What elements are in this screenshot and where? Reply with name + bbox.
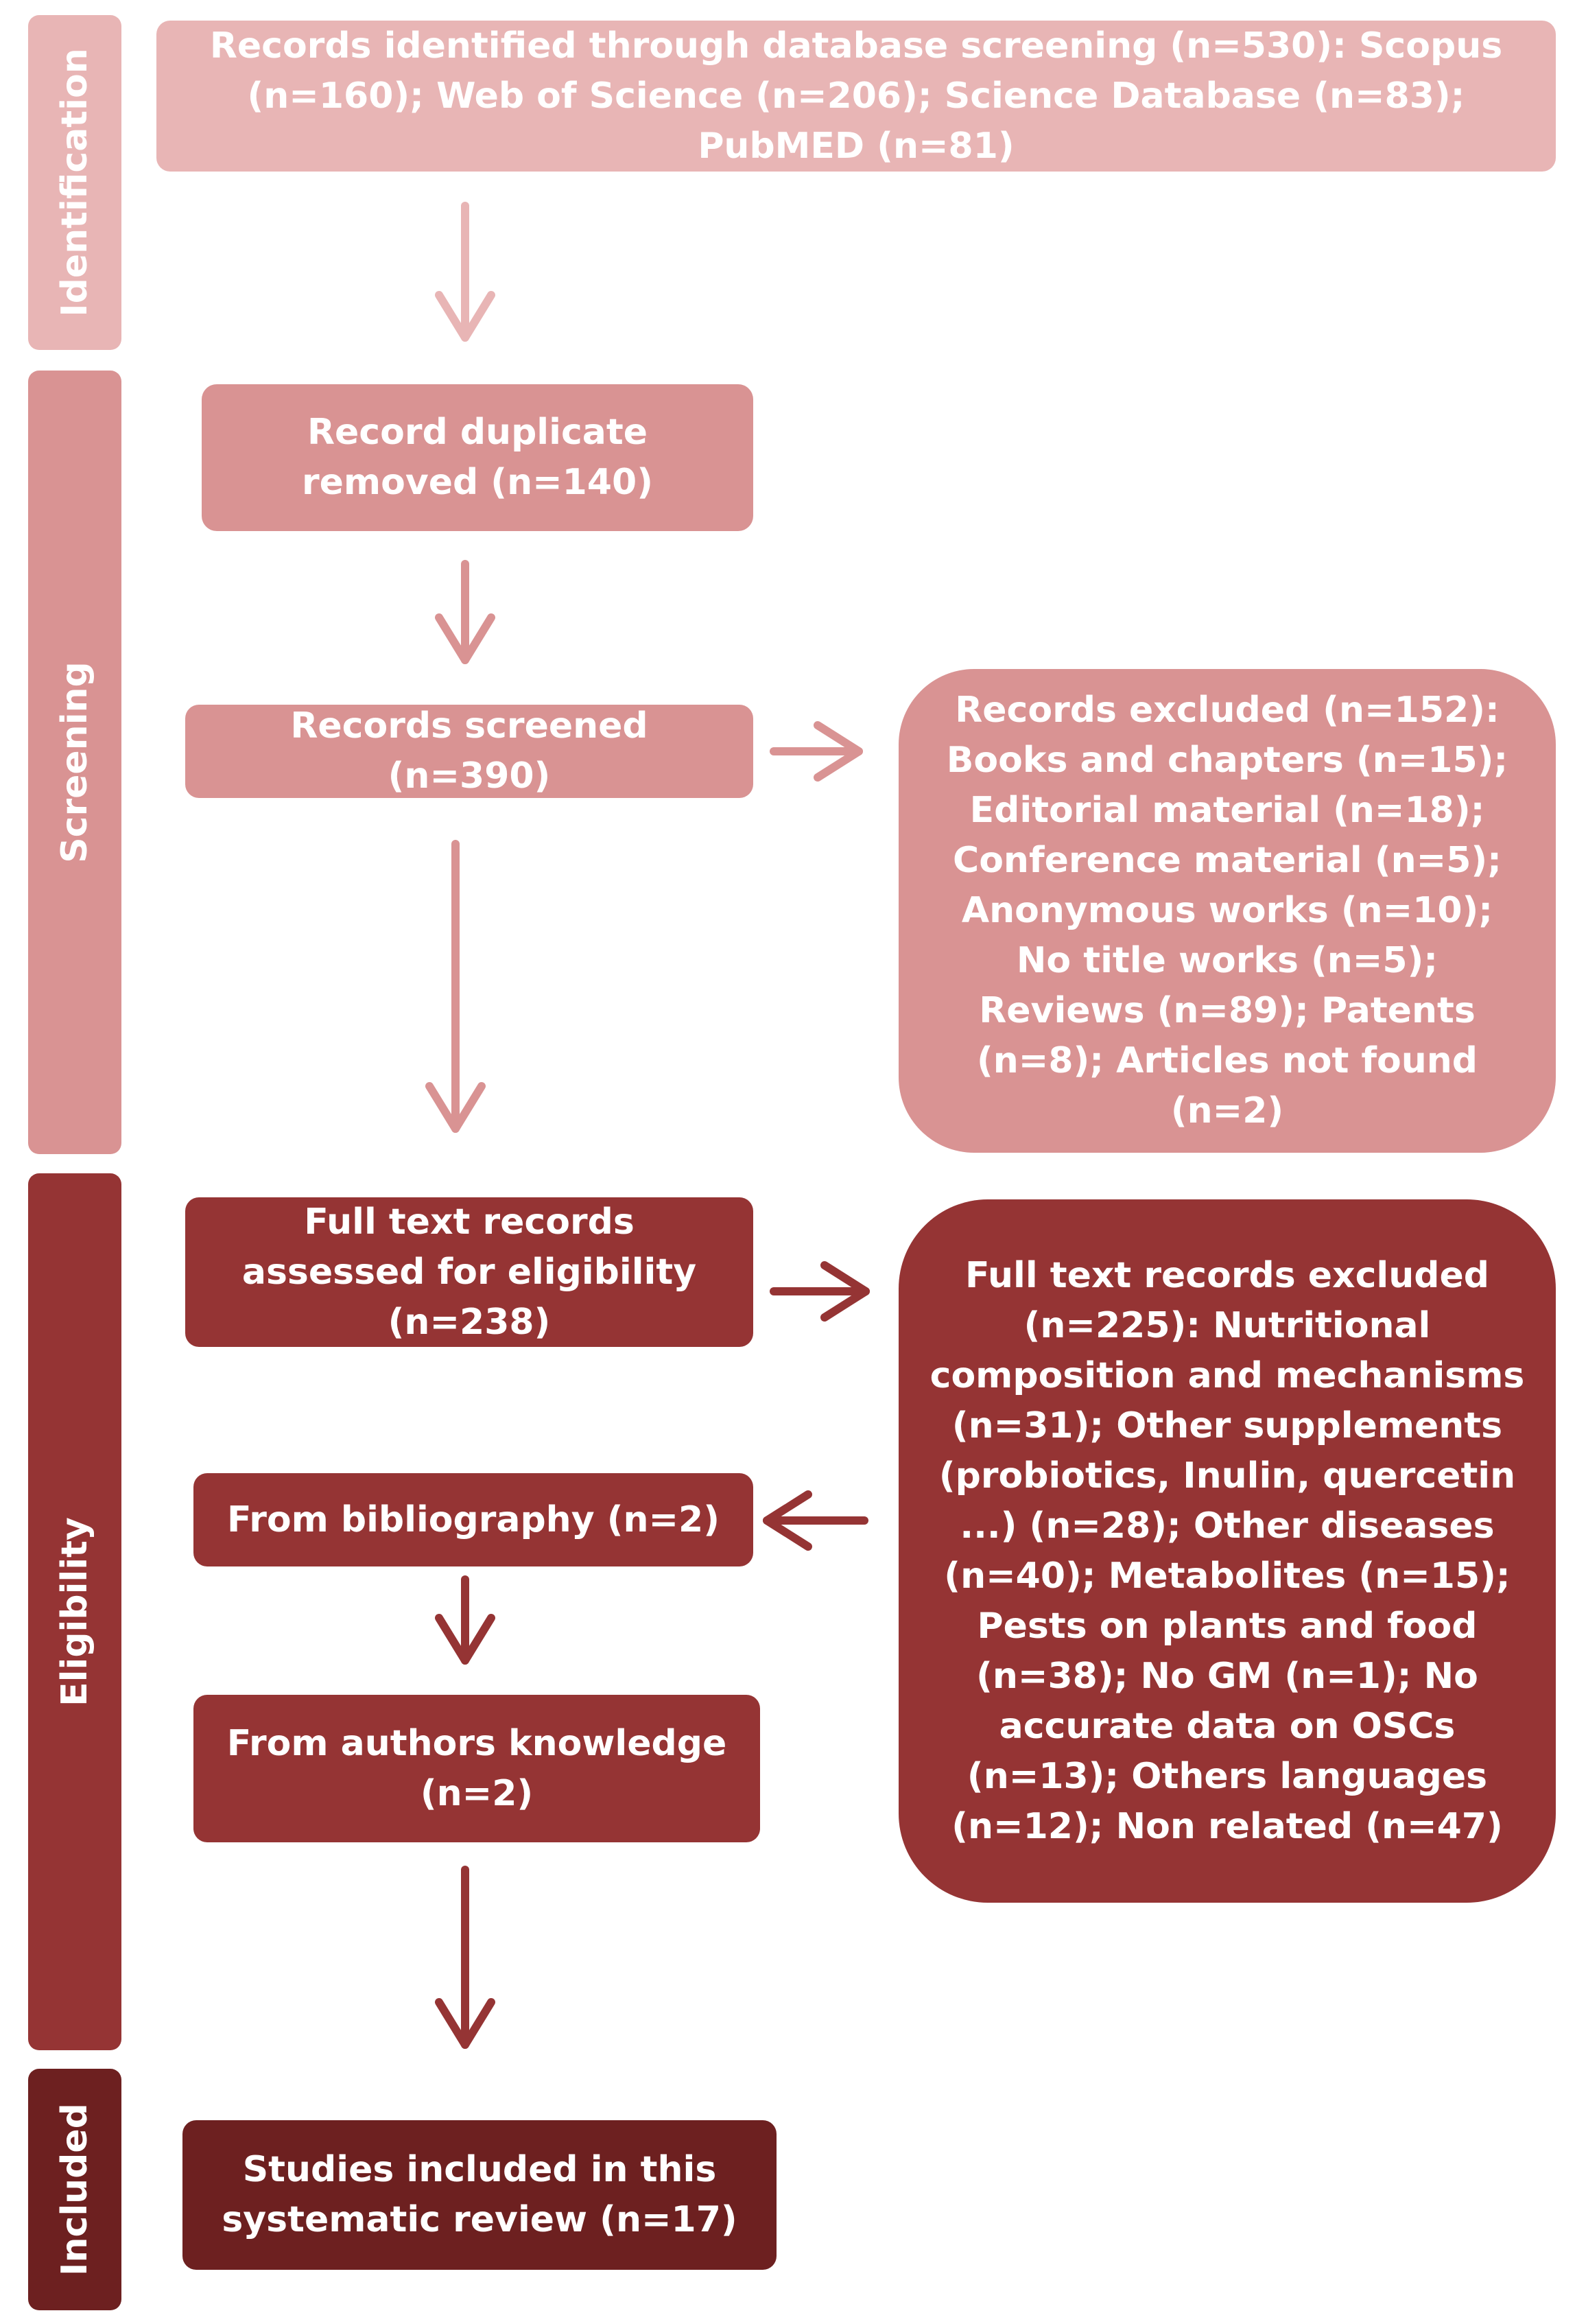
arrow-down-5 xyxy=(435,1866,495,2049)
duplicates-removed-box: Record duplicate removed (n=140) xyxy=(202,384,753,531)
arrow-down-3 xyxy=(425,840,486,1133)
studies-included-text: Studies included in this systematic revi… xyxy=(222,2149,737,2240)
from-bibliography-text: From bibliography (n=2) xyxy=(227,1499,720,1540)
records-excluded-box: Records excluded (n=152): Books and chap… xyxy=(899,669,1556,1153)
stage-screening: Screening xyxy=(28,371,121,1154)
full-text-excluded-box: Full text records excluded (n=225): Nutr… xyxy=(899,1199,1556,1903)
records-excluded-text: Records excluded (n=152): Books and chap… xyxy=(946,690,1508,1131)
stage-identification: Identification xyxy=(28,15,121,350)
stage-identification-label: Identification xyxy=(54,48,95,317)
duplicates-removed-text: Record duplicate removed (n=140) xyxy=(302,412,653,503)
stage-screening-label: Screening xyxy=(54,661,95,863)
arrow-left-1 xyxy=(763,1490,868,1551)
stage-included: Included xyxy=(28,2069,121,2310)
stage-eligibility: Eligibility xyxy=(28,1173,121,2050)
full-text-assessed-text: Full text records assessed for eligibili… xyxy=(241,1201,697,1343)
arrow-down-1 xyxy=(435,202,495,342)
arrow-down-2 xyxy=(435,560,495,664)
records-screened-box: Records screened (n=390) xyxy=(185,705,753,798)
from-authors-text: From authors knowledge (n=2) xyxy=(226,1722,727,1814)
identified-records-box: Records identified through database scre… xyxy=(156,21,1556,172)
full-text-assessed-box: Full text records assessed for eligibili… xyxy=(185,1197,753,1347)
arrow-down-4 xyxy=(435,1575,495,1665)
stage-eligibility-label: Eligibility xyxy=(54,1517,95,1706)
stage-included-label: Included xyxy=(54,2103,95,2276)
records-screened-text: Records screened (n=390) xyxy=(290,705,648,797)
studies-included-box: Studies included in this systematic revi… xyxy=(182,2120,777,2270)
full-text-excluded-text: Full text records excluded (n=225): Nutr… xyxy=(929,1254,1525,1847)
arrow-right-1 xyxy=(770,721,863,782)
identified-records-text: Records identified through database scre… xyxy=(209,25,1503,167)
arrow-right-2 xyxy=(770,1261,870,1322)
from-authors-box: From authors knowledge (n=2) xyxy=(193,1695,760,1842)
from-bibliography-box: From bibliography (n=2) xyxy=(193,1473,753,1566)
